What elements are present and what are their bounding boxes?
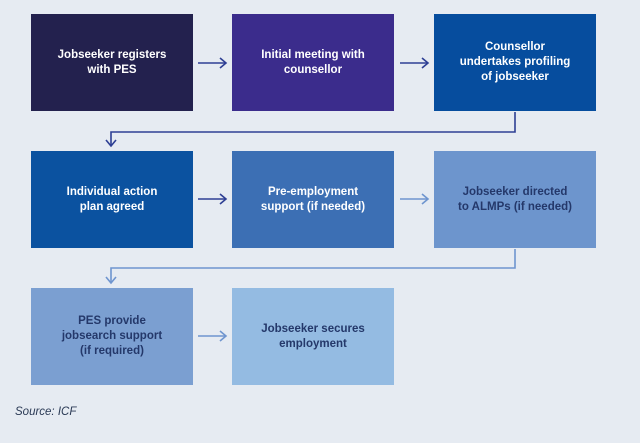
step-counsellor-profiling: Counsellor undertakes profiling of jobse… (434, 14, 596, 111)
arrow-step6-to-step7 (105, 249, 516, 285)
step-label: PES provide jobsearch support (if requir… (61, 315, 163, 357)
arrow-step2-to-step3 (400, 57, 430, 69)
step-jobseeker-registers: Jobseeker registers with PES (31, 14, 193, 111)
arrow-step1-to-step2 (198, 57, 228, 69)
step-label: Pre-employment support (if needed) (260, 185, 366, 213)
arrow-step5-to-step6 (400, 193, 430, 205)
arrow-step3-to-step4 (105, 112, 516, 148)
step-pre-employment-support: Pre-employment support (if needed) (232, 151, 394, 248)
step-initial-meeting: Initial meeting with counsellor (232, 14, 394, 111)
arrow-step4-to-step5 (198, 193, 228, 205)
step-label: Individual action plan agreed (66, 185, 158, 213)
step-label: Jobseeker directed to ALMPs (if needed) (458, 185, 572, 213)
step-label: Jobseeker secures employment (261, 322, 365, 350)
step-secures-employment: Jobseeker secures employment (232, 288, 394, 385)
step-directed-to-almps: Jobseeker directed to ALMPs (if needed) (434, 151, 596, 248)
step-label: Initial meeting with counsellor (261, 48, 365, 76)
arrow-step7-to-step8 (198, 330, 228, 342)
step-label: Jobseeker registers with PES (57, 48, 167, 76)
step-individual-action-plan: Individual action plan agreed (31, 151, 193, 248)
step-jobsearch-support: PES provide jobsearch support (if requir… (31, 288, 193, 385)
source-note: Source: ICF (15, 406, 77, 418)
step-label: Counsellor undertakes profiling of jobse… (459, 41, 571, 83)
